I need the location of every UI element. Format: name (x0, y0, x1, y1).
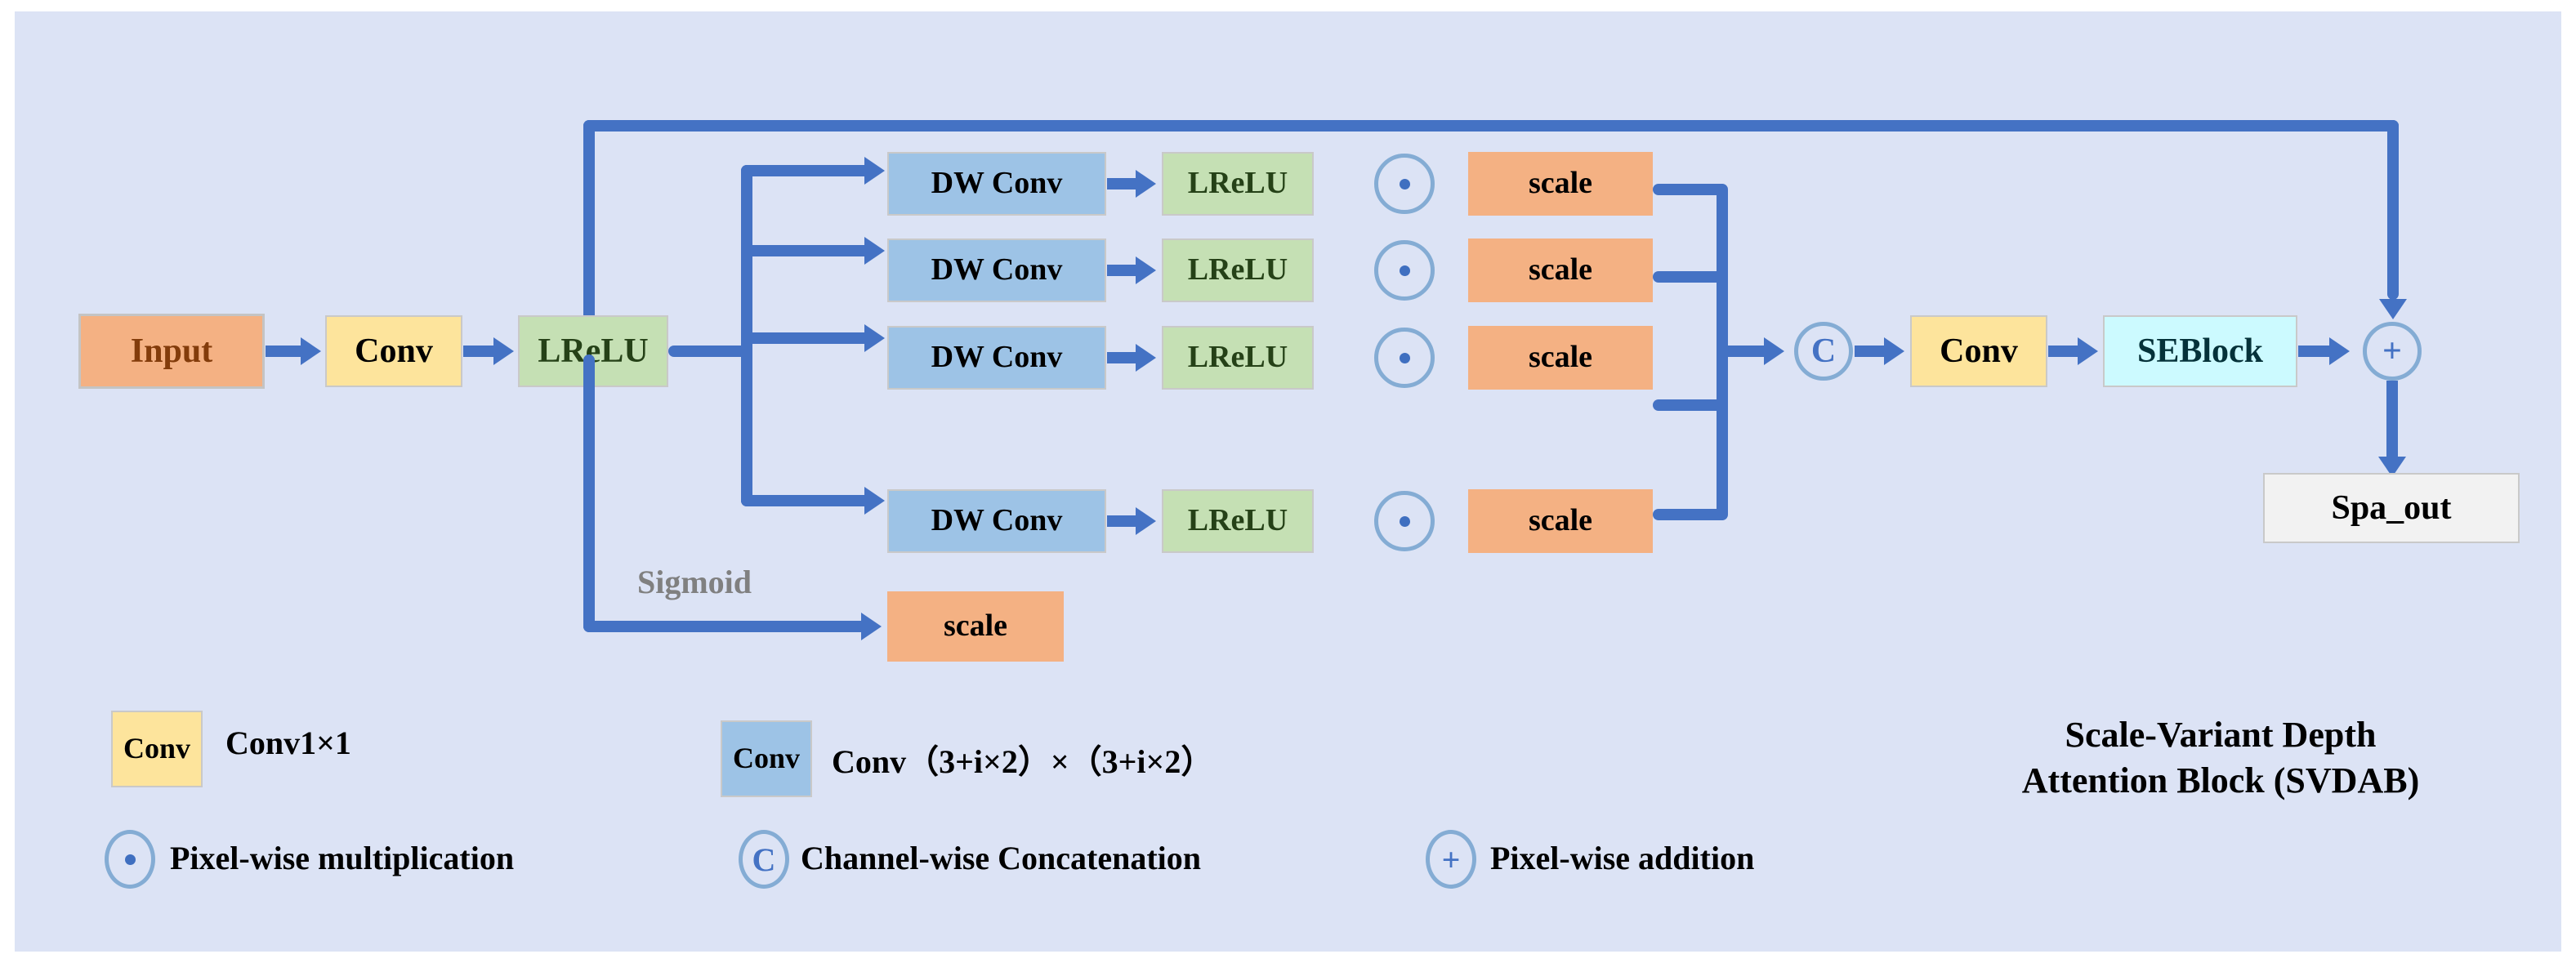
legend-conv1x1-swatch: Conv (111, 711, 203, 787)
concat-to-conv-arrowhead (1884, 337, 1904, 365)
branch-3-arrowhead (864, 324, 885, 352)
scale-block-2: scale (1468, 239, 1653, 302)
dwconv-block-1: DW Conv (887, 152, 1106, 216)
dwconv-3-to-lrelu-line (1107, 352, 1138, 363)
legend-conv1x1-text: Conv1×1 (225, 724, 351, 761)
seblock-to-add-line (2298, 346, 2333, 357)
skip-connection-vertical-left (583, 120, 595, 349)
input-block: Input (78, 314, 265, 389)
conv-block-entry: Conv (325, 315, 462, 387)
dwconv-3-to-lrelu-arrowhead (1136, 344, 1156, 372)
dwconv-block-3: DW Conv (887, 326, 1106, 390)
diagram-panel: Input Conv LReLU DW Conv LReLU scale DW … (15, 11, 2561, 952)
legend-add-text: Pixel-wise addition (1490, 840, 1755, 876)
branch-2-feeder (741, 245, 872, 256)
conv-to-seblock-arrowhead (2078, 337, 2098, 365)
multiply-dot-icon (1399, 178, 1410, 189)
sigmoid-branch-vertical (583, 354, 595, 632)
scale-1-collector (1653, 184, 1727, 195)
input-to-conv-line (266, 346, 302, 357)
branch-4-feeder (741, 495, 872, 506)
pixelwise-multiply-4 (1374, 491, 1435, 551)
skip-connection-arrowhead (2379, 299, 2407, 319)
pixelwise-add-operator: + (2363, 322, 2422, 381)
diagram-title-line-1: Scale-Variant Depth (2065, 715, 2377, 755)
legend-multiply-symbol (105, 830, 155, 889)
input-to-conv-arrowhead (301, 337, 321, 365)
conv-to-seblock-line (2048, 346, 2081, 357)
pixelwise-multiply-3 (1374, 328, 1435, 388)
legend-multiply-text: Pixel-wise multiplication (170, 840, 515, 876)
scale-block-1: scale (1468, 152, 1653, 216)
concat-arrowhead (1764, 337, 1784, 365)
skip-connection-vertical-right (2387, 120, 2399, 300)
scale-block-sigmoid: scale (887, 591, 1064, 662)
legend-convk-swatch: Conv (721, 720, 812, 797)
sigmoid-branch-horizontal (583, 621, 868, 632)
seblock-to-add-arrowhead (2329, 337, 2350, 365)
conv-to-lrelu-line (463, 346, 496, 357)
legend-add-symbol: + (1426, 830, 1476, 889)
skip-connection-horizontal (583, 120, 2399, 132)
dwconv-1-to-lrelu-line (1107, 178, 1138, 189)
conv-to-lrelu-arrowhead (493, 337, 514, 365)
output-block: Spa_out (2263, 473, 2520, 543)
scale-4-collector (1653, 509, 1727, 520)
branch-1-arrowhead (864, 157, 885, 185)
lrelu-block-2: LReLU (1162, 239, 1314, 302)
multiply-dot-icon (1399, 352, 1410, 363)
channel-concat-operator: C (1794, 322, 1853, 381)
legend-convk-text: Conv（3+i×2）×（3+i×2） (832, 743, 1214, 780)
lrelu-block-3: LReLU (1162, 326, 1314, 390)
diagram-title: Scale-Variant Depth Attention Block (SVD… (1935, 712, 2507, 805)
dwconv-block-2: DW Conv (887, 239, 1106, 302)
branch-1-feeder (741, 165, 872, 176)
lrelu-out-stem (668, 346, 751, 357)
dwconv-block-4: DW Conv (887, 489, 1106, 553)
sigmoid-label: Sigmoid (637, 564, 752, 600)
scale-block-4: scale (1468, 489, 1653, 553)
legend-concat-text: Channel-wise Concatenation (801, 840, 1202, 876)
branch-4-arrowhead (864, 487, 885, 515)
concat-to-conv-line (1855, 346, 1887, 357)
dwconv-2-to-lrelu-arrowhead (1136, 256, 1156, 284)
scale-3-collector (1653, 399, 1727, 411)
sigmoid-branch-arrowhead (861, 613, 882, 640)
dwconv-4-to-lrelu-arrowhead (1136, 507, 1156, 535)
dwconv-4-to-lrelu-line (1107, 515, 1138, 527)
pixelwise-multiply-1 (1374, 154, 1435, 214)
diagram-title-line-2: Attention Block (SVDAB) (2021, 760, 2420, 801)
branch-2-arrowhead (864, 237, 885, 265)
dwconv-2-to-lrelu-line (1107, 265, 1138, 276)
conv-block-exit: Conv (1910, 315, 2047, 387)
lrelu-block-1: LReLU (1162, 152, 1314, 216)
lrelu-block-4: LReLU (1162, 489, 1314, 553)
scale-2-collector (1653, 271, 1727, 283)
multiply-dot-icon (124, 854, 136, 865)
seblock-block: SEBlock (2103, 315, 2297, 387)
scale-block-3: scale (1468, 326, 1653, 390)
pixelwise-multiply-2 (1374, 240, 1435, 301)
multiply-dot-icon (1399, 265, 1410, 276)
multiply-dot-icon (1399, 515, 1410, 527)
legend-concat-symbol: C (739, 830, 789, 889)
concat-bus-stem (1717, 346, 1767, 357)
branch-3-feeder (741, 332, 872, 344)
add-to-output-line (2386, 381, 2398, 459)
dwconv-1-to-lrelu-arrowhead (1136, 170, 1156, 198)
